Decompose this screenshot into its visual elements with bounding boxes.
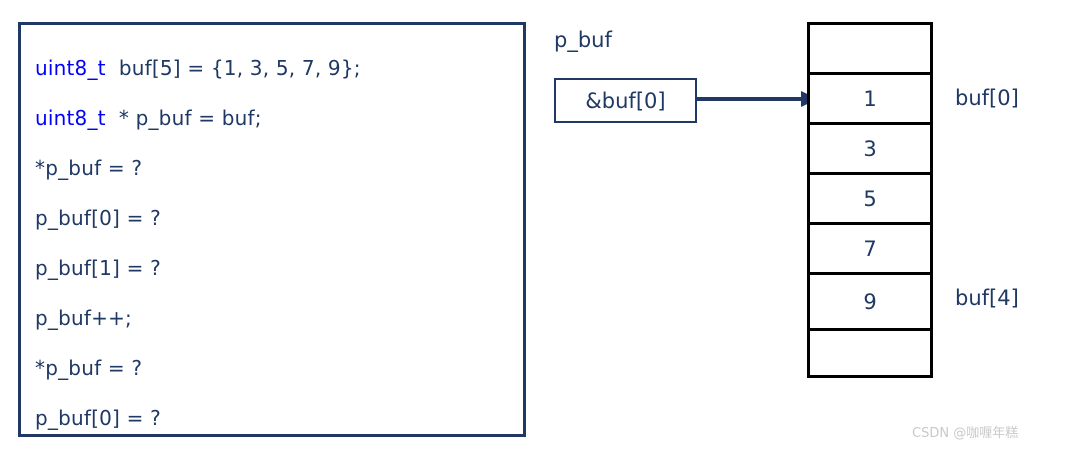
code-panel: uint8_t buf[5] = {1, 3, 5, 7, 9}; uint8_… — [18, 22, 526, 437]
code-keyword: uint8_t — [35, 106, 106, 130]
memory-cell: 9 — [810, 275, 930, 331]
memory-cell: 7 — [810, 225, 930, 275]
memory-cell — [810, 25, 930, 75]
pointer-value-box: &buf[0] — [554, 78, 697, 123]
code-line: uint8_t * p_buf = buf; — [35, 93, 517, 143]
code-text: * p_buf = buf; — [105, 106, 262, 130]
memory-cell: 1 — [810, 75, 930, 125]
code-text: buf[5] = {1, 3, 5, 7, 9}; — [105, 56, 361, 80]
code-text: p_buf[0] = ? — [35, 206, 161, 230]
code-text: *p_buf = ? — [35, 156, 143, 180]
code-line: p_buf[1] = ? — [35, 243, 517, 293]
code-keyword: uint8_t — [35, 56, 106, 80]
watermark: CSDN @咖喱年糕 — [912, 426, 1019, 441]
memory-table: 1 3 5 7 9 — [807, 22, 933, 378]
memory-cell-value: 5 — [863, 186, 877, 211]
memory-cell-value: 7 — [863, 236, 877, 261]
memory-cell-value: 3 — [863, 136, 877, 161]
memory-cell-value: 1 — [863, 86, 877, 111]
code-line: p_buf[0] = ? — [35, 393, 517, 443]
code-text: *p_buf = ? — [35, 356, 143, 380]
memory-cell: 3 — [810, 125, 930, 175]
code-line: *p_buf = ? — [35, 343, 517, 393]
memory-cell-label-buf0: buf[0] — [955, 86, 1019, 110]
code-line: p_buf++; — [35, 293, 517, 343]
memory-cell-value: 9 — [863, 289, 877, 314]
code-text: p_buf[0] = ? — [35, 406, 161, 430]
pointer-value-text: &buf[0] — [585, 88, 666, 113]
memory-cell-label-buf4: buf[4] — [955, 286, 1019, 310]
code-text: p_buf[1] = ? — [35, 256, 161, 280]
pointer-arrow-icon — [696, 91, 818, 107]
code-line: *p_buf = ? — [35, 143, 517, 193]
code-text: p_buf++; — [35, 306, 132, 330]
memory-cell: 5 — [810, 175, 930, 225]
pointer-variable-name: p_buf — [554, 28, 612, 52]
code-line: uint8_t buf[5] = {1, 3, 5, 7, 9}; — [35, 43, 517, 93]
code-line-list: uint8_t buf[5] = {1, 3, 5, 7, 9}; uint8_… — [35, 43, 517, 443]
memory-cell — [810, 331, 930, 381]
code-line: p_buf[0] = ? — [35, 193, 517, 243]
